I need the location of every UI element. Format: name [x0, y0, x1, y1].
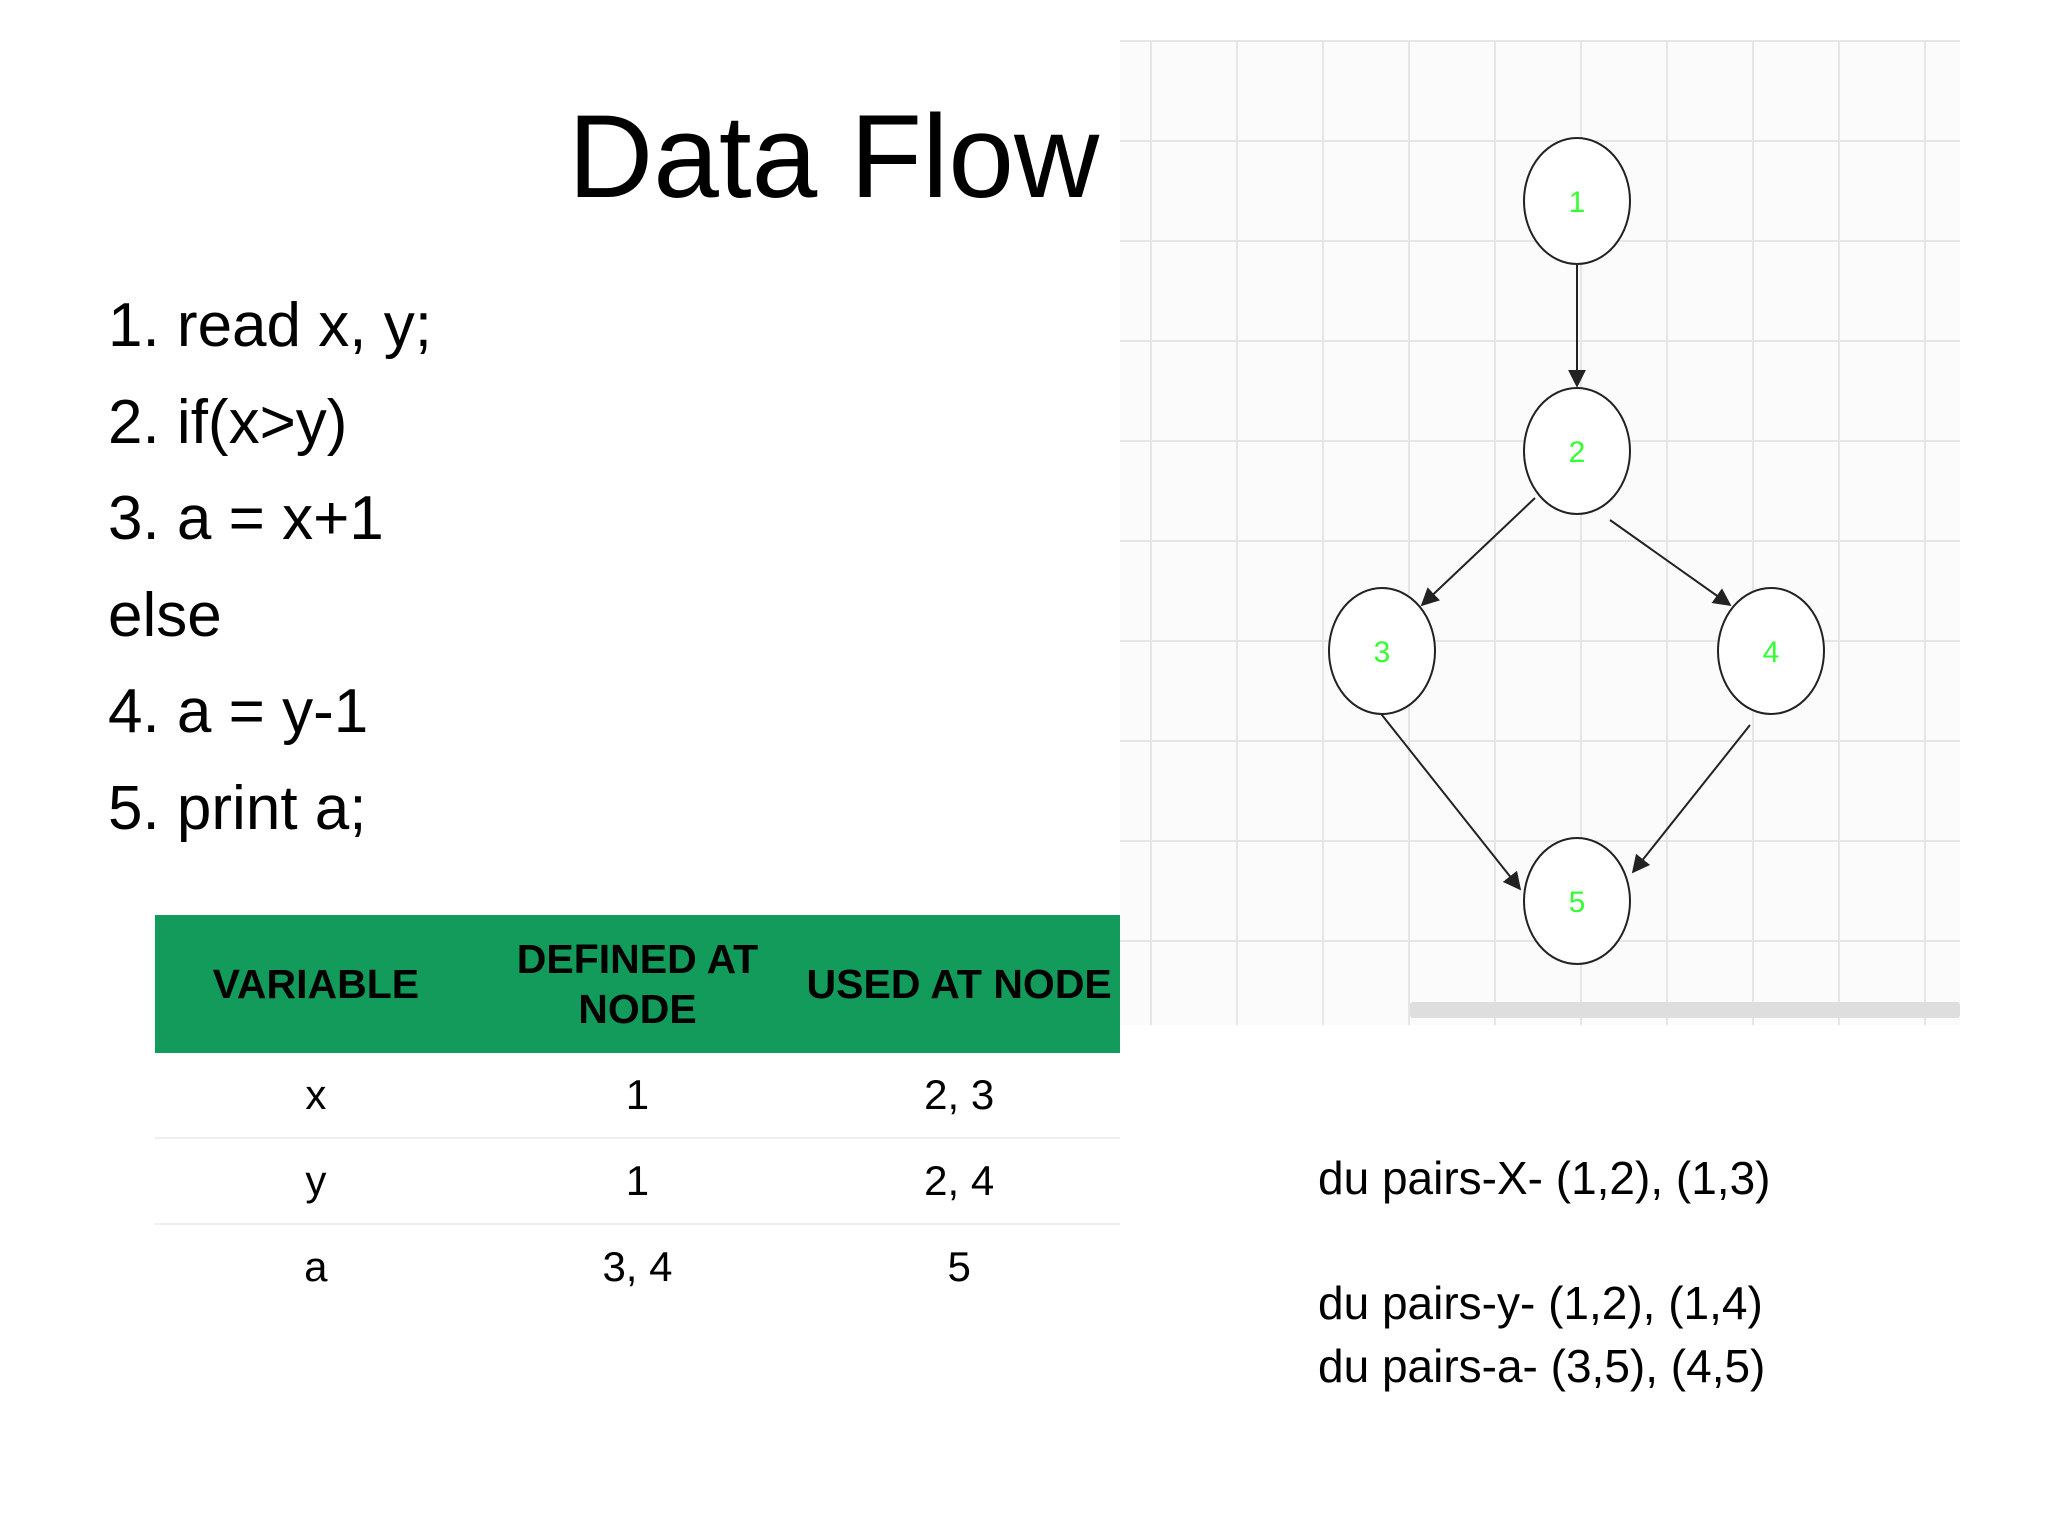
svg-text:2: 2: [1569, 436, 1586, 469]
code-line: 3. a = x+1: [108, 484, 384, 553]
code-line: 5. print a;: [108, 773, 367, 843]
table-cell: y: [155, 1138, 477, 1225]
graph-node: 2: [1523, 387, 1631, 515]
code-line: 2. if(x>y): [108, 387, 348, 457]
graph-node: 5: [1523, 837, 1631, 965]
table-cell: 1: [476, 1138, 799, 1225]
table-cell: 1: [476, 1053, 799, 1139]
code-line: else: [108, 580, 222, 650]
svg-text:4: 4: [1763, 636, 1780, 669]
du-pairs-x: du pairs-X- (1,2), (1,3): [1318, 1152, 1771, 1204]
edge-4-5: [1631, 724, 1751, 874]
du-pairs-y: du pairs-y- (1,2), (1,4): [1318, 1277, 1763, 1329]
table-row: y 1 2, 4: [155, 1138, 1120, 1225]
edge-2-3: [1420, 497, 1536, 607]
table-cell: x: [155, 1053, 477, 1139]
table-cell: 2, 4: [798, 1138, 1120, 1225]
control-flow-graph: 1 2 3 4 5: [1120, 40, 1960, 1025]
svg-text:1: 1: [1569, 186, 1586, 219]
table-cell: 3, 4: [602, 1243, 673, 1290]
svg-text:3: 3: [1374, 636, 1391, 669]
column-header-used: USED AT NODE: [798, 915, 1120, 1053]
graph-canvas: 1 2 3 4 5: [1328, 137, 1825, 965]
graph-node: 3: [1328, 587, 1436, 715]
table-cell: 5: [947, 1243, 971, 1290]
slide-title: Data Flow T: [568, 91, 1202, 223]
svg-text:5: 5: [1569, 886, 1586, 919]
code-line: 1. read x, y;: [108, 291, 432, 360]
table-cell: 2, 3: [798, 1053, 1120, 1139]
graph-scrollbar: [1410, 1002, 1960, 1018]
table-row: x 1 2, 3: [155, 1053, 1120, 1139]
code-listing: 1. read x, y; 2. if(x>y) 3. a = x+1 else…: [108, 278, 432, 857]
table-header-row: VARIABLE DEFINED AT NODE USED AT NODE: [155, 915, 1120, 1053]
def-use-table: VARIABLE DEFINED AT NODE USED AT NODE x …: [155, 915, 1120, 1309]
table-cell: a: [304, 1243, 328, 1290]
edge-3-5: [1377, 709, 1522, 891]
edge-2-4: [1609, 519, 1732, 607]
code-line: 4. a = y-1: [108, 677, 369, 746]
column-header-variable: VARIABLE: [155, 915, 477, 1053]
graph-node: 4: [1717, 587, 1825, 715]
du-pairs-a: du pairs-a- (3,5), (4,5): [1318, 1340, 1766, 1392]
table-row: a 3, 4 5: [155, 1224, 1120, 1309]
column-header-defined: DEFINED AT NODE: [476, 915, 799, 1053]
graph-node: 1: [1523, 137, 1631, 265]
